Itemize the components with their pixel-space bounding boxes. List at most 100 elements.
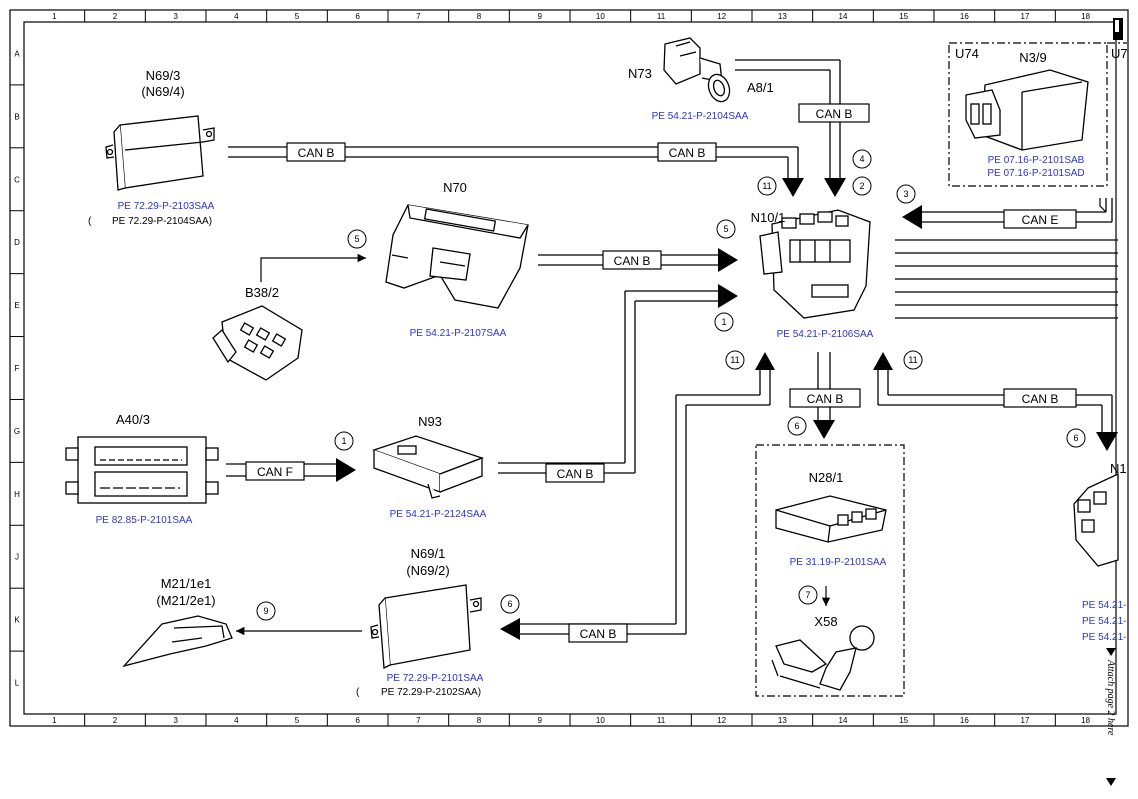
grid-row-label: B (14, 112, 19, 121)
n1x-ref3: PE 54.21- (1082, 632, 1126, 643)
n10-1-ref: PE 54.21-P-2106SAA (777, 329, 874, 340)
n69-3-name: N69/3 (146, 68, 181, 83)
svg-text:3: 3 (903, 189, 908, 199)
marker-1a: 1 (714, 312, 734, 332)
grid-col-label-top: 16 (960, 12, 969, 21)
marker-5a: 5 (347, 229, 367, 249)
u7-partial-name: U7 (1111, 46, 1128, 61)
n93-name: N93 (418, 414, 442, 429)
n69-1-module-icon (370, 584, 482, 670)
n69-1-ref: PE 72.29-P-2101SAA (387, 673, 484, 684)
grid-col-label-bottom: 17 (1021, 716, 1030, 725)
n73-name: N73 (628, 66, 652, 81)
n70-name: N70 (443, 180, 467, 195)
grid-col-label-bottom: 7 (416, 716, 421, 725)
bus-label-can-b-1: CAN B (298, 146, 335, 160)
svg-text:7: 7 (805, 590, 810, 600)
side-note: Attach page 2 here (1105, 648, 1116, 786)
bus-label-can-b-6: CAN B (807, 392, 844, 406)
grid-col-label-top: 13 (778, 12, 787, 21)
n10-1-sam-module-icon (759, 209, 871, 319)
u74-name: U74 (955, 46, 979, 61)
a40-3-display-icon (65, 436, 219, 504)
n93-gateway-icon (372, 435, 484, 499)
a40-3-name: A40/3 (116, 412, 150, 427)
corner-mark (1113, 18, 1123, 40)
grid-col-label-bottom: 18 (1081, 716, 1090, 725)
x58-trailer-hitch-icon (771, 625, 875, 691)
grid-col-label-bottom: 14 (839, 716, 848, 725)
n3-9-ref1: PE 07.16-P-2101SAB (988, 155, 1085, 166)
grid-col-label-top: 1 (52, 12, 57, 21)
n73-sub: A8/1 (747, 80, 774, 95)
grid-col-label-bottom: 16 (960, 716, 969, 725)
n10-1-name: N10/1 (751, 210, 786, 225)
svg-text:9: 9 (263, 606, 268, 616)
bus-label-can-b-4: CAN B (614, 254, 651, 268)
svg-text:1: 1 (721, 317, 726, 327)
grid-col-label-bottom: 13 (778, 716, 787, 725)
grid-col-label-bottom: 5 (295, 716, 300, 725)
grid-col-label-top: 10 (596, 12, 605, 21)
svg-text:2: 2 (859, 181, 864, 191)
grid-col-label-top: 14 (839, 12, 848, 21)
grid-col-label-bottom: 9 (537, 716, 542, 725)
n69-1-paren: ( (356, 687, 360, 698)
n69-3-paren: ( (88, 216, 92, 227)
marker-6a: 6 (787, 416, 807, 436)
n3-9-control-unit-icon (965, 69, 1089, 151)
n1x-module-icon (1073, 472, 1119, 567)
bus-label-boxes (245, 103, 1077, 643)
n70-overhead-panel-icon (385, 204, 529, 309)
svg-text:4: 4 (859, 154, 864, 164)
grid-row-label: A (14, 49, 20, 58)
bus-label-can-e: CAN E (1022, 213, 1059, 227)
grid-labels: 1122334455667788991010111112121313141415… (14, 12, 1091, 725)
grid-col-label-bottom: 15 (899, 716, 908, 725)
grid-col-label-top: 9 (537, 12, 542, 21)
signal-arrows (236, 198, 1107, 636)
bus-label-can-b-3: CAN B (816, 107, 853, 121)
n69-3-module-icon (105, 115, 215, 191)
component-labels: N69/3 (N69/4) PE 72.29-P-2103SAA ( PE 72… (88, 46, 1128, 698)
n1x-ref1: PE 54.21- (1082, 600, 1126, 611)
grid-col-label-bottom: 11 (657, 716, 666, 725)
n69-1-ref-alt: PE 72.29-P-2102SAA) (381, 687, 481, 698)
b38-2-name: B38/2 (245, 285, 279, 300)
m21-alt: (M21/2e1) (156, 593, 215, 608)
grid-col-label-top: 17 (1021, 12, 1030, 21)
n28-1-ref: PE 31.19-P-2101SAA (790, 557, 887, 568)
grid-col-label-top: 15 (899, 12, 908, 21)
bus-label-can-b-2: CAN B (669, 146, 706, 160)
svg-text:11: 11 (730, 355, 739, 365)
n28-1-module-icon (775, 495, 887, 543)
grid-col-label-bottom: 10 (596, 716, 605, 725)
grid-col-label-top: 2 (113, 12, 118, 21)
marker-1b: 1 (334, 431, 354, 451)
marker-2: 2 (852, 176, 872, 196)
grid-col-label-top: 4 (234, 12, 239, 21)
n69-3-ref-alt: PE 72.29-P-2104SAA) (112, 216, 212, 227)
svg-text:6: 6 (1073, 433, 1078, 443)
svg-text:1: 1 (341, 436, 346, 446)
n73-ignition-switch-icon (663, 37, 731, 103)
n28-1-name: N28/1 (809, 470, 844, 485)
n3-9-name: N3/9 (1019, 50, 1046, 65)
side-note-text: Attach page 2 here (1105, 659, 1116, 736)
n69-3-alt: (N69/4) (141, 84, 184, 99)
number-markers: 11 4 2 3 5 5 1 11 11 1 6 6 6 7 9 (256, 149, 1086, 621)
svg-text:6: 6 (507, 599, 512, 609)
diagram-frame (9, 9, 1129, 727)
grid-row-label: E (14, 301, 19, 310)
n69-3-ref: PE 72.29-P-2103SAA (118, 201, 215, 212)
grid-row-label: G (14, 427, 20, 436)
bus-label-can-f: CAN F (257, 465, 293, 479)
svg-text:6: 6 (794, 421, 799, 431)
marker-11c: 11 (903, 350, 923, 370)
n73-ref: PE 54.21-P-2104SAA (652, 111, 749, 122)
marker-3: 3 (896, 184, 916, 204)
grid-col-label-bottom: 12 (717, 716, 726, 725)
grid-col-label-bottom: 1 (52, 716, 57, 725)
m21-mirror-icon (122, 615, 233, 668)
